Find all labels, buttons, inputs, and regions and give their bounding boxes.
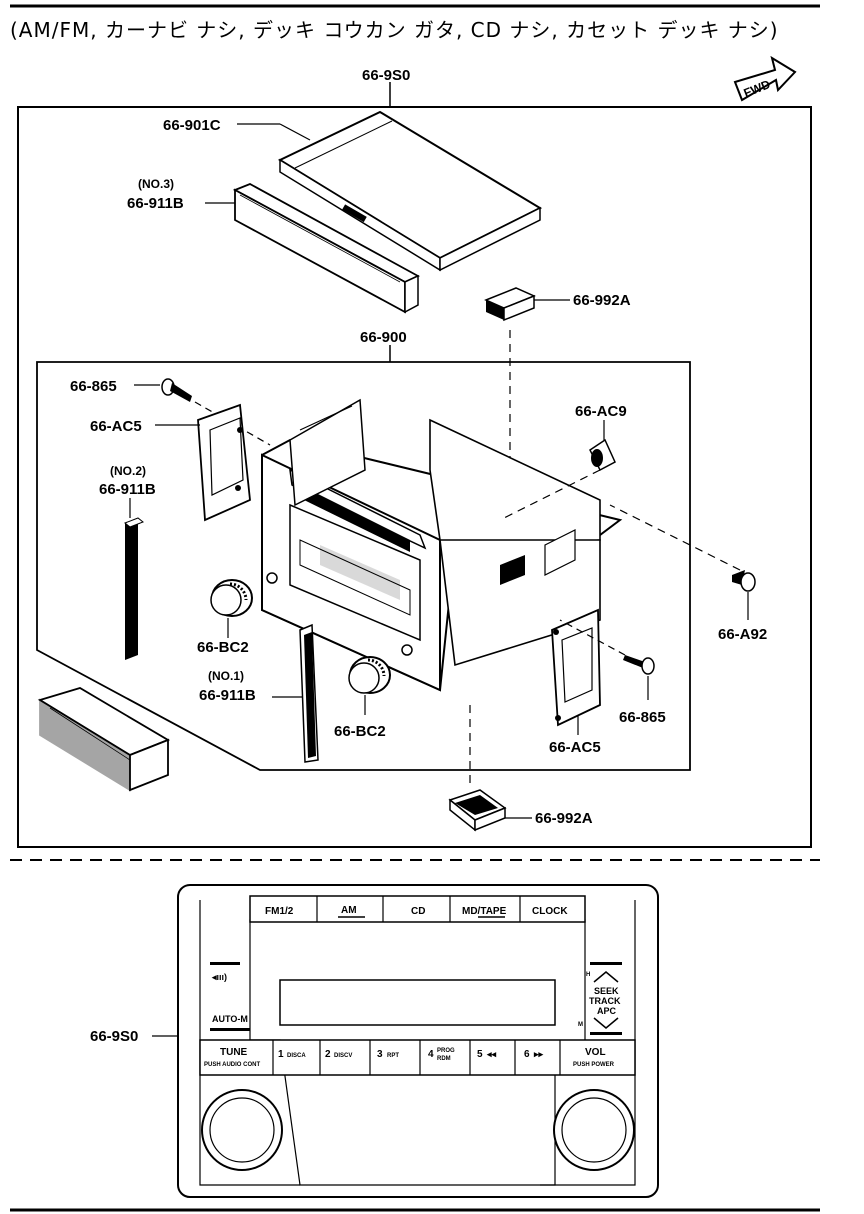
button-tune: TUNE <box>220 1047 248 1058</box>
preset-2-sub: DISCV <box>334 1053 352 1059</box>
preset-3-sub: RPT <box>387 1053 399 1059</box>
label-unit: 66-900 <box>360 329 407 346</box>
bushing-part <box>589 438 616 472</box>
seek-label: SEEK <box>594 986 619 996</box>
unit-frame <box>36 361 691 771</box>
preset-4-sub1: PROG <box>437 1048 455 1054</box>
screw-right-part <box>623 655 655 675</box>
seek-up-icon <box>593 971 619 983</box>
preset-6-num: 6 <box>524 1049 530 1060</box>
h-label: H <box>586 972 590 978</box>
label-bracket-right: 66-AC5 <box>549 739 601 756</box>
preset-3-num: 3 <box>377 1049 383 1060</box>
track-label: TRACK <box>589 996 621 1006</box>
preset-4-num: 4 <box>428 1049 434 1060</box>
preset-5-num: 5 <box>477 1049 483 1060</box>
faceplate-part <box>37 687 171 792</box>
label-screw-right: 66-865 <box>619 709 666 726</box>
button-vol-sub: PUSH POWER <box>573 1062 615 1068</box>
assembly-frame <box>17 106 812 848</box>
preset-2-num: 2 <box>325 1049 331 1060</box>
knob-right-part <box>348 656 391 694</box>
label-pad-top: 66-992A <box>573 292 631 309</box>
label-panel: 66-9S0 <box>90 1028 138 1045</box>
label-insulator-no3-note: (NO.3) <box>138 177 174 191</box>
button-tune-sub: PUSH AUDIO CONT <box>204 1062 260 1068</box>
insulator-no3-part <box>232 183 420 314</box>
preset-1-num: 1 <box>278 1049 284 1060</box>
button-md-tape: MD/TAPE <box>462 906 507 917</box>
label-knob-left: 66-BC2 <box>197 639 249 656</box>
label-assembly-top: 66-9S0 <box>362 67 410 84</box>
button-am: AM <box>341 905 357 916</box>
button-fm: FM1/2 <box>265 906 294 917</box>
knob-left-part <box>210 579 253 617</box>
bracket-right-part <box>551 608 601 727</box>
bracket-left-part <box>197 403 251 522</box>
fwd-arrow-icon: FWD <box>733 55 797 102</box>
cover-part <box>277 110 543 272</box>
signal-icon: ◂ııı) <box>211 972 227 982</box>
front-panel-view <box>177 884 659 1198</box>
label-insulator-no1-note: (NO.1) <box>208 669 244 683</box>
label-insulator-no3: 66-911B <box>127 195 184 212</box>
preset-4-sub2: RDM <box>437 1056 451 1062</box>
preset-1-sub: DISCA <box>287 1053 306 1059</box>
pad-bottom-part <box>448 789 507 832</box>
label-insulator-no2: 66-911B <box>99 481 156 498</box>
insulator-no2-part <box>124 517 144 660</box>
pad-top-part <box>484 287 536 322</box>
auto-m-label: AUTO-M <box>212 1014 248 1024</box>
header-conditions: (AM/FM, カーナビ ナシ, デッキ コウカン ガタ, CD ナシ, カセッ… <box>10 18 779 42</box>
label-cover: 66-901C <box>163 117 221 134</box>
label-screw-left: 66-865 <box>70 378 117 395</box>
label-knob-right: 66-BC2 <box>334 723 386 740</box>
bolt-part <box>732 570 756 592</box>
label-bushing: 66-AC9 <box>575 403 627 420</box>
screw-left-part <box>161 378 192 402</box>
apc-label: APC <box>597 1006 617 1016</box>
label-insulator-no1: 66-911B <box>199 687 256 704</box>
radio-unit-part <box>261 398 623 692</box>
label-pad-bottom: 66-992A <box>535 810 593 827</box>
label-insulator-no2-note: (NO.2) <box>110 464 146 478</box>
preset-5-sub: ◂◂ <box>486 1049 497 1059</box>
label-bolt: 66-A92 <box>718 626 767 643</box>
insulator-no1-part <box>299 623 319 763</box>
button-clock: CLOCK <box>532 906 568 917</box>
button-cd: CD <box>411 906 425 917</box>
seek-down-icon <box>593 1017 619 1029</box>
m-label: M <box>578 1022 583 1028</box>
label-bracket-left: 66-AC5 <box>90 418 142 435</box>
display-window <box>279 979 556 1026</box>
button-vol: VOL <box>585 1047 606 1058</box>
preset-6-sub: ▸▸ <box>533 1049 544 1059</box>
